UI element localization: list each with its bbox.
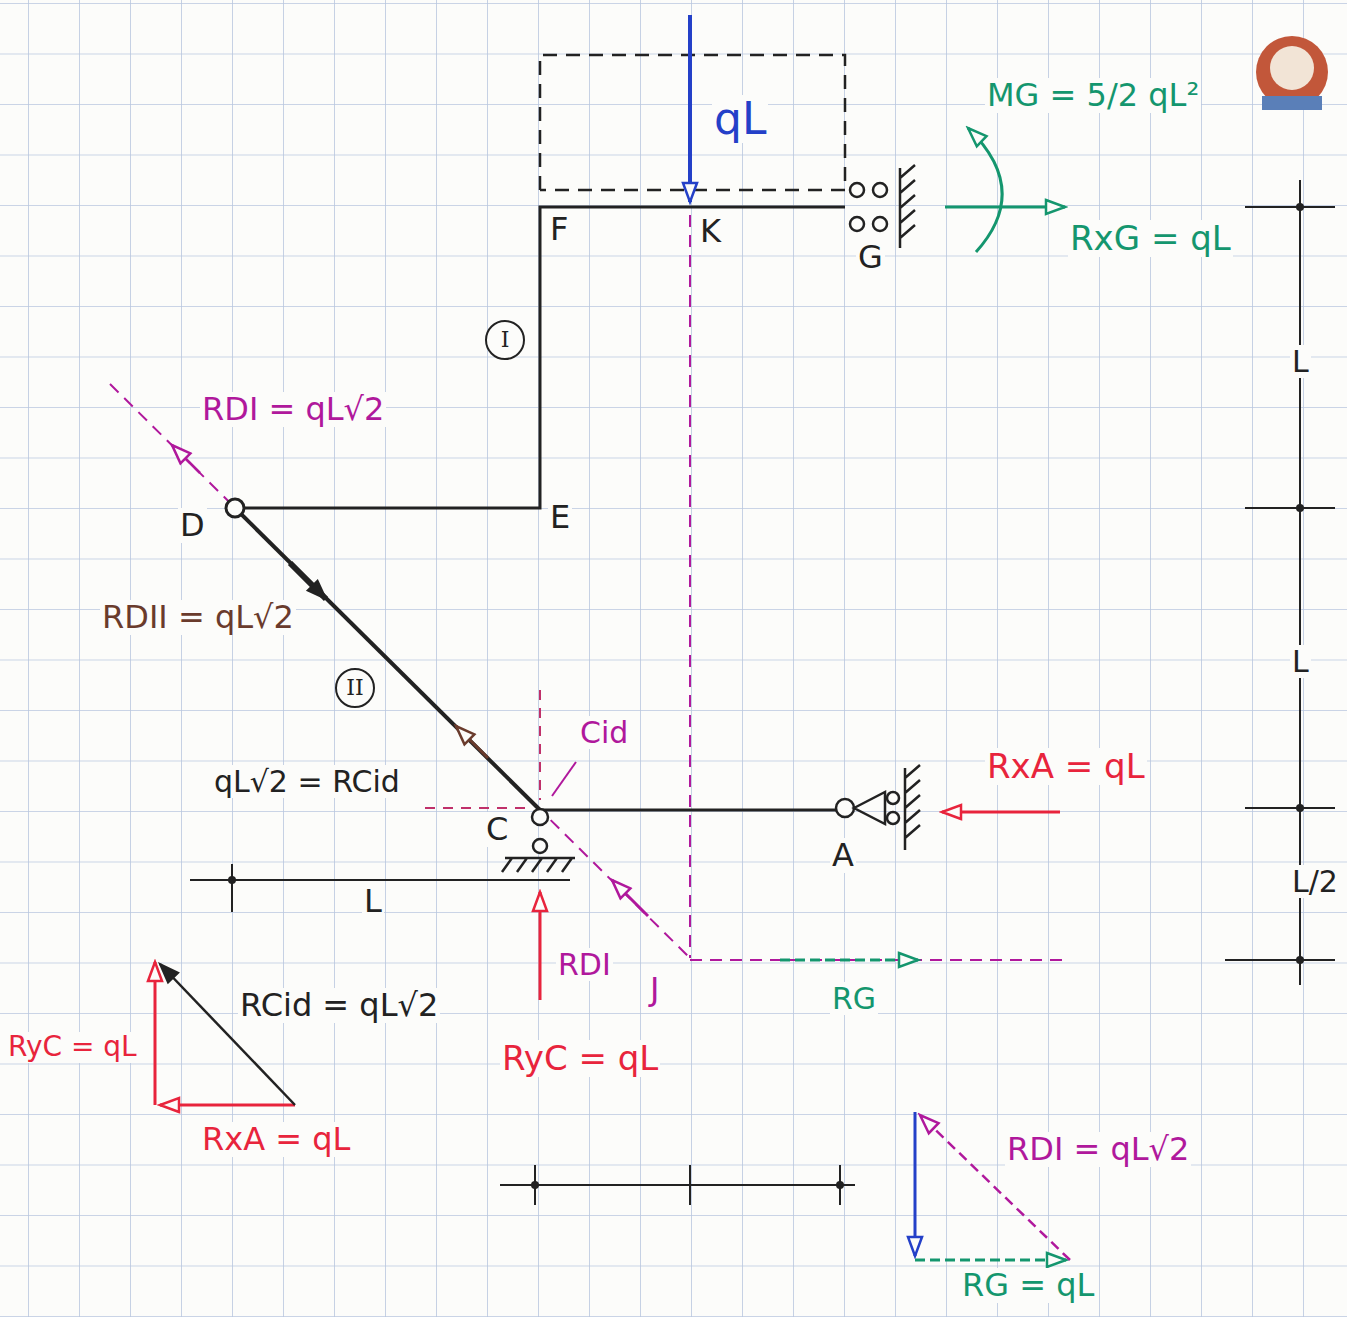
action-line: [110, 384, 690, 958]
force-label: C: [484, 812, 510, 847]
dimension-line: [500, 1165, 855, 1205]
action-line: [539, 690, 541, 800]
force-label: RxA = qL: [985, 748, 1147, 785]
roller: [887, 792, 899, 804]
action-line: [689, 215, 691, 958]
hinge: [226, 499, 244, 517]
load-box: [540, 55, 845, 190]
force-label: RDI = qL√2: [1005, 1132, 1191, 1167]
force-label: RyC = qL: [6, 1032, 139, 1063]
action-line: [425, 807, 530, 809]
force-label: RG = qL: [960, 1268, 1096, 1303]
dimension-dot: [1296, 804, 1304, 812]
leader-line: [552, 762, 576, 796]
force-arrow: [942, 811, 1060, 814]
wall-hatch: [905, 765, 920, 850]
moment-arc: [968, 128, 1002, 252]
force-arrow: [290, 563, 326, 599]
force-label: E: [548, 500, 572, 535]
load-arrow: [688, 15, 692, 202]
member-tag: I: [485, 320, 525, 360]
member-one: [235, 207, 845, 508]
member-number: II: [346, 677, 363, 699]
force-label: RDII = qL√2: [100, 600, 296, 635]
force-label: L/2: [1290, 865, 1340, 898]
roller: [873, 183, 887, 197]
force-label: G: [856, 240, 885, 275]
force-arrow: [612, 880, 648, 916]
dimension-dot: [1296, 956, 1304, 964]
member-tag: II: [335, 668, 375, 708]
force-arrow: [160, 1104, 295, 1107]
support-triangle: [854, 792, 885, 824]
force-label: F: [548, 212, 570, 247]
force-arrow: [945, 206, 1065, 209]
force-label: D: [178, 508, 207, 543]
roller: [887, 812, 899, 824]
force-label: RCid = qL√2: [238, 988, 440, 1023]
wall-hatch: [900, 165, 915, 248]
force-arrow: [160, 964, 295, 1105]
force-label: Cid: [578, 716, 630, 749]
dimension-dot: [531, 1181, 539, 1189]
force-label: L: [1290, 345, 1311, 378]
force-label: RyC = qL: [500, 1040, 660, 1077]
force-arrow: [539, 892, 542, 1000]
force-arrow: [172, 445, 200, 473]
roller: [850, 183, 864, 197]
logo-inner: [1270, 46, 1314, 90]
force-arrow: [915, 1259, 1066, 1262]
force-arrow: [154, 962, 157, 1105]
force-label: RxA = qL: [200, 1122, 352, 1157]
force-arrow: [914, 1112, 917, 1256]
dimension-dot: [228, 876, 236, 884]
force-label: K: [698, 214, 723, 249]
action-line: [690, 959, 1065, 961]
roller: [850, 217, 864, 231]
member-ca: [540, 809, 845, 812]
logo-band: [1262, 96, 1322, 110]
member-number: I: [501, 329, 510, 351]
force-label: A: [830, 838, 856, 873]
force-label: RG: [830, 982, 878, 1015]
dimension-dot: [1296, 504, 1304, 512]
force-label: qL: [712, 95, 768, 143]
force-label: L: [362, 884, 384, 919]
force-label: RxG = qL: [1068, 220, 1233, 257]
force-label: L: [1290, 645, 1311, 678]
force-label: RDI: [556, 948, 613, 981]
force-label: RDI = qL√2: [200, 392, 386, 427]
force-arrow: [456, 726, 488, 758]
dimension-dot: [1296, 203, 1304, 211]
force-label: J: [648, 972, 661, 1007]
force-arrow: [780, 959, 918, 962]
force-label: MG = 5/2 qL²: [985, 78, 1201, 113]
ground-hatch: [502, 858, 575, 872]
roller: [533, 839, 547, 853]
roller: [873, 217, 887, 231]
hinge: [532, 809, 548, 825]
dimension-dot: [836, 1181, 844, 1189]
force-label: qL√2 = RCid: [212, 765, 402, 798]
